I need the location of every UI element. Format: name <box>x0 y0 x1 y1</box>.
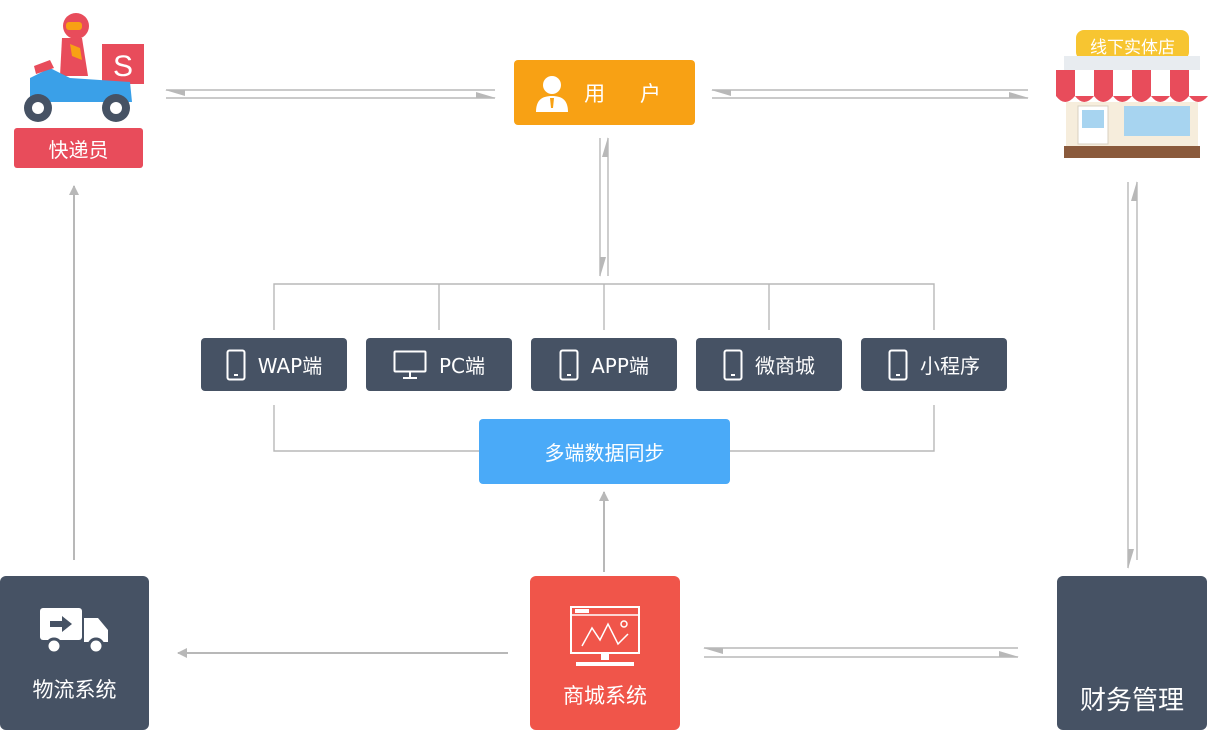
terminal-micro-mall-label: 微商城 <box>755 354 815 378</box>
courier-badge: S <box>113 50 133 83</box>
store-label: 线下实体店 <box>1076 30 1189 60</box>
terminal-mini-program[interactable]: 小程序 <box>861 338 1007 391</box>
terminal-wap[interactable]: WAP端 <box>201 338 347 391</box>
terminal-pc-label: PC端 <box>438 354 486 378</box>
sync-node[interactable]: 多端数据同步 <box>479 419 730 484</box>
monitor-chart-icon <box>570 606 640 672</box>
mall-node[interactable]: 商城系统 <box>530 576 680 730</box>
logistics-node[interactable]: 物流系统 <box>0 576 149 730</box>
terminal-mini-program-label: 小程序 <box>920 354 980 378</box>
courier-label: 快递员 <box>14 128 143 168</box>
terminal-wap-label: WAP端 <box>257 354 323 378</box>
terminal-app-label: APP端 <box>591 354 649 378</box>
phone-icon <box>559 349 579 380</box>
bracket-bottom-left <box>273 405 479 452</box>
store-illustration <box>1054 54 1210 164</box>
phone-icon <box>888 349 908 380</box>
mall-label: 商城系统 <box>563 684 647 708</box>
scooter-rider-icon: S <box>24 13 144 122</box>
finance-node[interactable]: 财务管理 <box>1057 576 1207 730</box>
user-icon <box>536 75 569 112</box>
finance-label: 财务管理 <box>1079 686 1184 716</box>
terminal-micro-mall[interactable]: 微商城 <box>696 338 842 391</box>
terminal-pc[interactable]: PC端 <box>366 338 512 391</box>
terminal-app[interactable]: APP端 <box>531 338 677 391</box>
logistics-label: 物流系统 <box>32 678 117 702</box>
sync-label: 多端数据同步 <box>544 441 665 465</box>
bracket-bottom-right <box>730 405 935 452</box>
truck-icon <box>40 608 110 658</box>
user-label: 用 户 <box>584 81 675 106</box>
phone-icon <box>226 349 246 380</box>
monitor-icon <box>393 350 427 379</box>
courier-illustration: S <box>10 4 150 136</box>
user-node[interactable]: 用 户 <box>514 60 695 125</box>
phone-icon <box>723 349 743 380</box>
storefront-icon <box>1056 56 1208 158</box>
